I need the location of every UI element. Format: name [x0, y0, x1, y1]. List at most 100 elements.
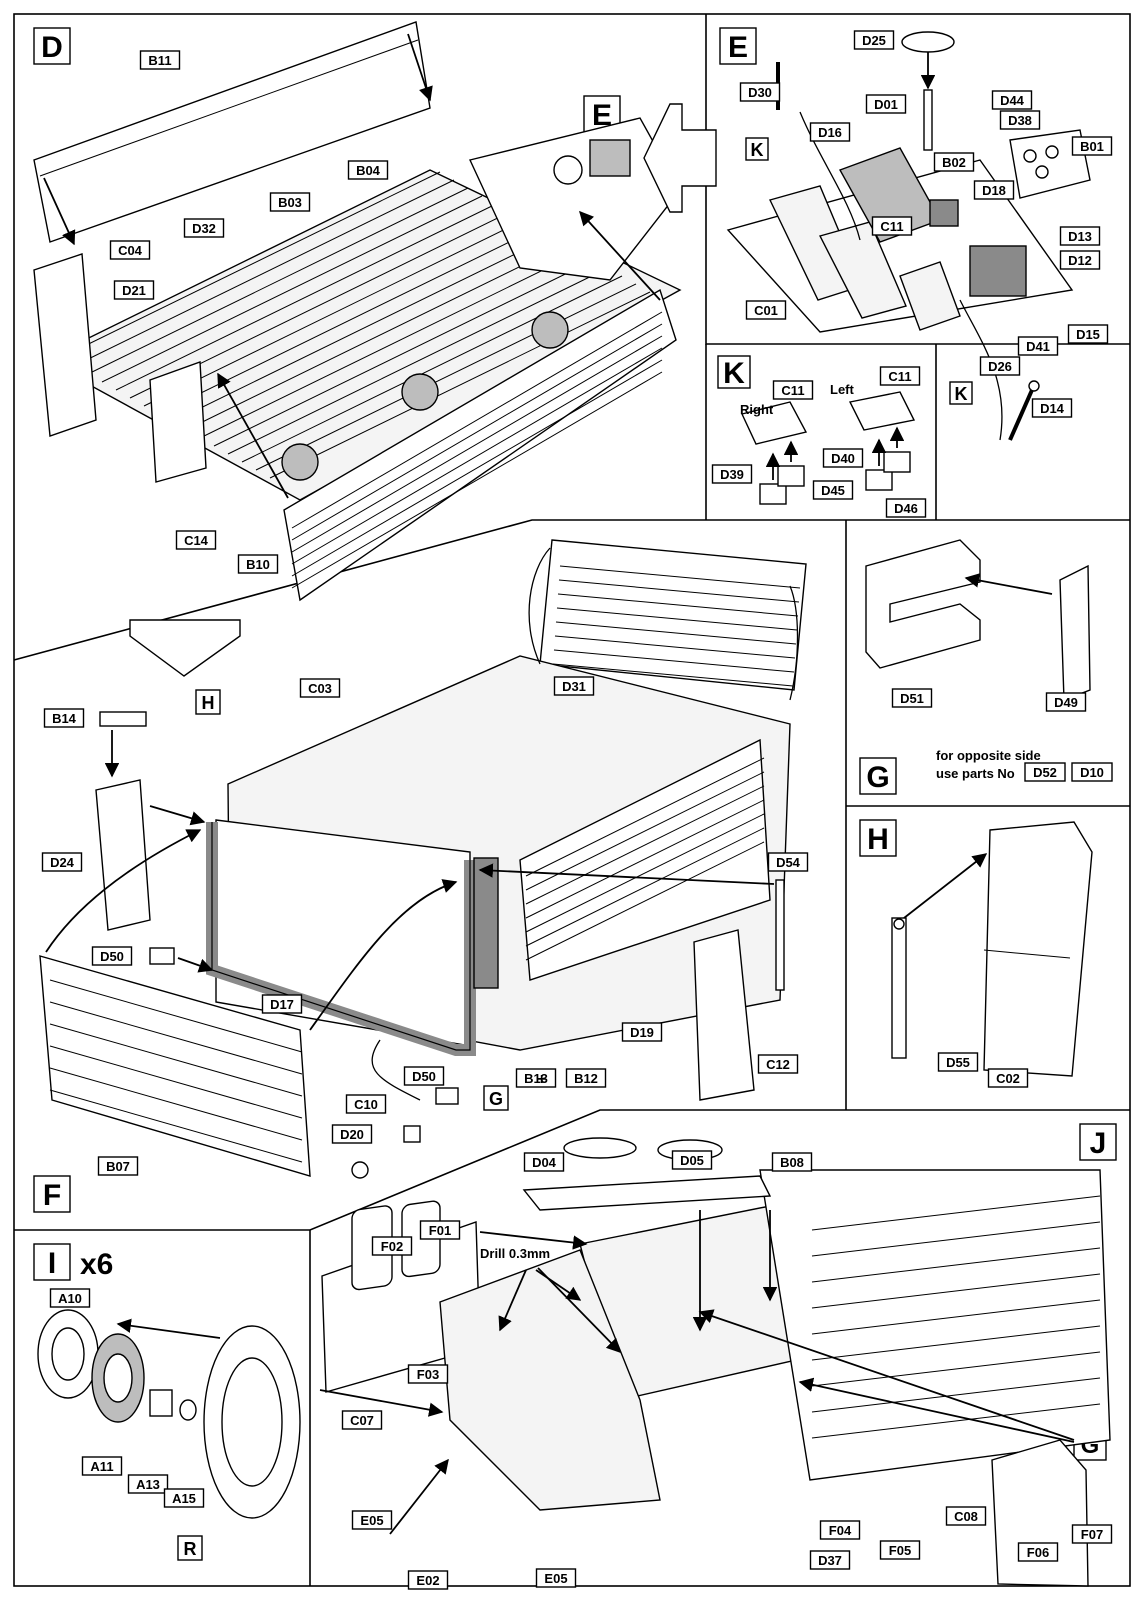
section-D-drawing	[33, 21, 717, 677]
slat-line	[525, 757, 765, 877]
svg-text:H: H	[867, 823, 889, 856]
svg-text:E02: E02	[416, 1573, 439, 1588]
part-label-f06: F06	[1017, 1542, 1059, 1562]
svg-text:B11: B11	[148, 53, 171, 68]
step-box-G: G	[859, 757, 897, 795]
svg-text:D37: D37	[818, 1553, 842, 1568]
svg-text:C04: C04	[118, 243, 143, 258]
svg-text:E05: E05	[360, 1513, 383, 1528]
svg-text:C08: C08	[954, 1509, 978, 1524]
part-label-d45: D45	[812, 480, 854, 500]
svg-text:D31: D31	[562, 679, 586, 694]
part-label-c11-e: C11	[871, 216, 913, 236]
part-label-b02: B02	[933, 152, 975, 172]
part-label-d13: D13	[1059, 226, 1101, 246]
slat-line	[291, 359, 663, 577]
right-label: Right	[740, 402, 774, 417]
svg-text:B14: B14	[52, 711, 77, 726]
slat-line	[49, 1067, 303, 1141]
slat-line	[811, 1403, 1101, 1439]
svg-text:B10: B10	[246, 557, 270, 572]
svg-text:D13: D13	[1068, 229, 1092, 244]
section-E-drawing	[726, 31, 1091, 441]
svg-text:D: D	[41, 31, 63, 64]
part-label-c07: C07	[341, 1410, 383, 1430]
opposite-part-d52: D52	[1024, 762, 1066, 782]
part-label-d54: D54	[767, 852, 809, 872]
section-F-drawing	[39, 539, 807, 1179]
part-label-d17: D17	[261, 994, 303, 1014]
slat-line	[811, 1351, 1101, 1387]
svg-text:D38: D38	[1008, 113, 1032, 128]
svg-text:A10: A10	[58, 1291, 82, 1306]
svg-text:F01: F01	[429, 1223, 451, 1238]
slat-line	[291, 323, 663, 541]
part-label-d25: D25	[853, 30, 895, 50]
svg-text:D16: D16	[818, 125, 842, 140]
slat-line	[525, 785, 765, 905]
part-label-d16: D16	[809, 122, 851, 142]
svg-text:C01: C01	[754, 303, 778, 318]
slat-line	[227, 267, 609, 455]
slat-line	[811, 1299, 1101, 1335]
part-label-d49: D49	[1045, 692, 1087, 712]
opposite-part-d10: D10	[1071, 762, 1113, 782]
svg-text:B13: B13	[524, 1071, 548, 1086]
svg-text:D10: D10	[1080, 765, 1104, 780]
svg-text:C11: C11	[880, 219, 903, 234]
svg-text:H: H	[202, 693, 215, 713]
svg-text:C14: C14	[184, 533, 209, 548]
part-label-d01: D01	[865, 94, 907, 114]
svg-text:D17: D17	[270, 997, 294, 1012]
step-ref-K2: K	[949, 381, 973, 405]
opposite-side-note-2: use parts No	[936, 766, 1015, 781]
slat-line	[143, 219, 525, 407]
svg-text:C10: C10	[354, 1097, 378, 1112]
left-label: Left	[830, 382, 855, 397]
slat-line	[557, 593, 799, 617]
part-label-b07: B07	[97, 1156, 139, 1176]
part-label-d21: D21	[113, 280, 155, 300]
svg-text:I: I	[48, 1247, 56, 1280]
section-K-drawing	[741, 391, 916, 505]
part-label-e05-b: E05	[535, 1568, 577, 1588]
slat-line	[255, 283, 637, 471]
svg-text:B07: B07	[106, 1159, 130, 1174]
part-label-d04: D04	[523, 1152, 565, 1172]
part-label-a10: A10	[49, 1288, 91, 1308]
part-label-c11-l: C11	[879, 366, 921, 386]
section-J-drawing	[319, 1137, 1111, 1587]
svg-text:D24: D24	[50, 855, 75, 870]
part-label-d15: D15	[1067, 324, 1109, 344]
step-box-J: J	[1079, 1123, 1117, 1161]
slat-line	[185, 243, 567, 431]
slat-line	[558, 579, 800, 603]
part-label-d39: D39	[711, 464, 753, 484]
part-label-d19: D19	[621, 1022, 663, 1042]
svg-text:C11: C11	[781, 383, 804, 398]
part-label-d20: D20	[331, 1124, 373, 1144]
part-label-b04: B04	[347, 160, 389, 180]
svg-text:D26: D26	[988, 359, 1012, 374]
svg-text:C03: C03	[308, 681, 332, 696]
part-label-c12: C12	[757, 1054, 799, 1074]
slat-line	[269, 291, 651, 479]
step-box-R: R	[177, 1535, 203, 1561]
svg-text:F05: F05	[889, 1543, 911, 1558]
slat-line	[525, 799, 765, 919]
part-label-d05: D05	[671, 1150, 713, 1170]
slat-line	[291, 335, 663, 553]
svg-text:J: J	[1090, 1127, 1107, 1160]
part-label-f02: F02	[371, 1236, 413, 1256]
part-label-b13: B13	[515, 1068, 557, 1088]
slat-line	[199, 251, 581, 439]
svg-text:G: G	[866, 761, 889, 794]
plus-sign: +	[537, 1071, 546, 1088]
part-label-d41: D41	[1017, 336, 1059, 356]
svg-text:D44: D44	[1000, 93, 1025, 108]
svg-text:D50: D50	[100, 949, 124, 964]
svg-text:D50: D50	[412, 1069, 436, 1084]
slat-line	[552, 663, 794, 687]
part-label-c11-r: C11	[772, 380, 814, 400]
svg-text:R: R	[184, 1539, 197, 1559]
